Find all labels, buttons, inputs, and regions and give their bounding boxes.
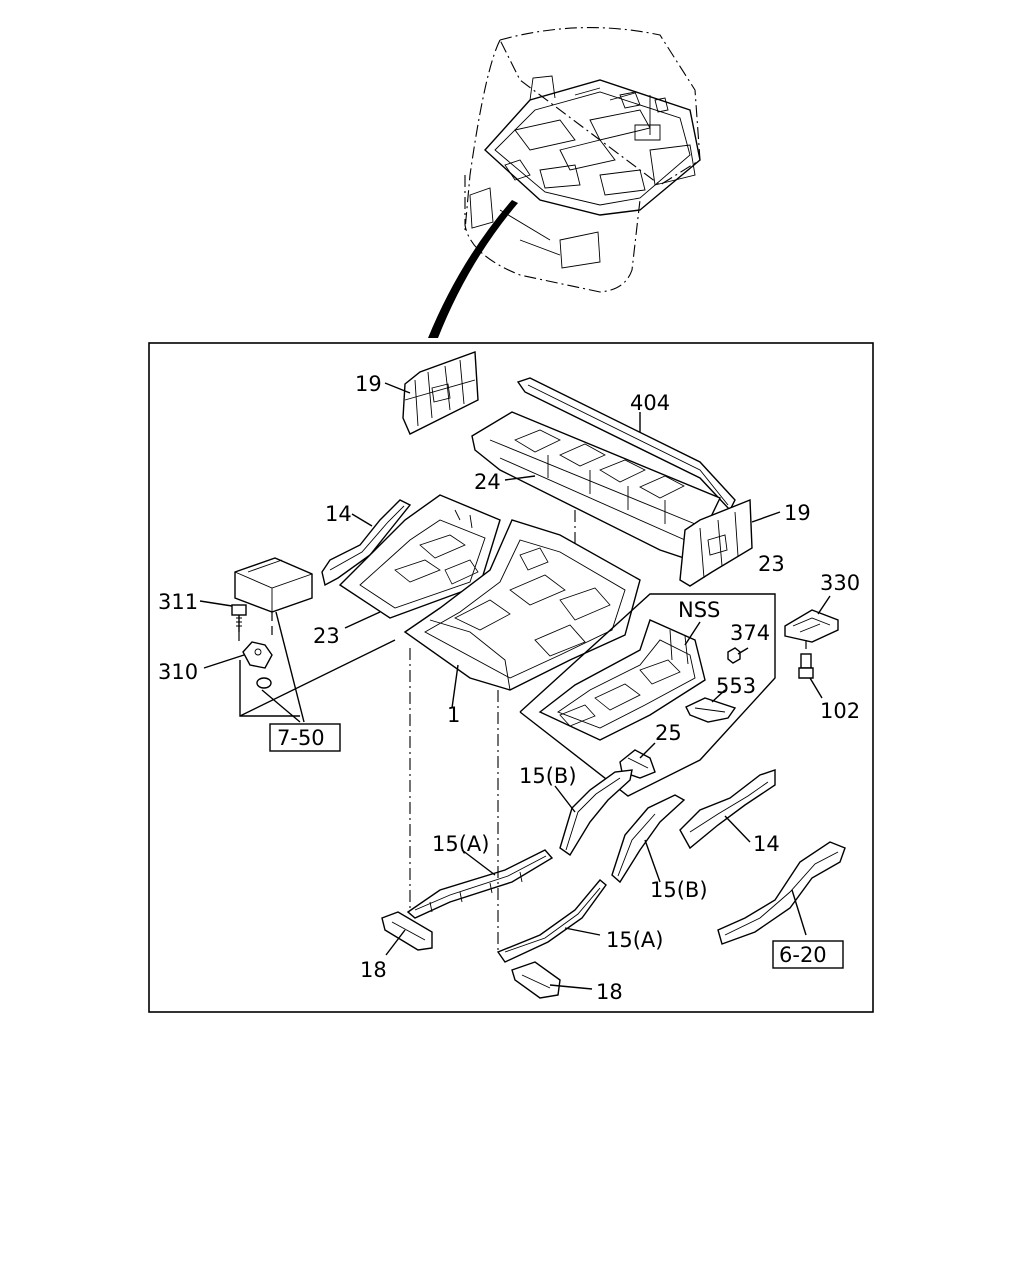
callout-374: 374 <box>730 621 770 645</box>
part-15a-left-member <box>406 849 554 919</box>
callout-labels: 19 404 24 19 14 23 23 311 310 330 NSS 37… <box>158 372 860 1004</box>
reference-7-50-label: 7-50 <box>277 726 325 750</box>
group-bracket-right-23 <box>519 593 776 797</box>
part-15b-upper-member <box>559 769 633 857</box>
callout-19-left: 19 <box>355 372 382 396</box>
callout-19-right: 19 <box>784 501 811 525</box>
detail-frame <box>148 342 874 1013</box>
callout-14-lower: 14 <box>753 832 780 856</box>
pointer-wedge <box>428 200 518 338</box>
part-102-bolt <box>798 640 814 679</box>
callout-310: 310 <box>158 660 198 684</box>
part-15b-lower-member <box>611 794 686 884</box>
callout-15a-left: 15(A) <box>432 832 489 856</box>
callout-1: 1 <box>447 703 460 727</box>
reference-6-20-label: 6-20 <box>779 943 827 967</box>
callout-15b-lower: 15(B) <box>650 878 708 902</box>
callout-18-right: 18 <box>596 980 623 1004</box>
callout-25: 25 <box>655 721 682 745</box>
callout-15a-right: 15(A) <box>606 928 663 952</box>
part-15a-right-member <box>496 879 607 963</box>
callout-330: 330 <box>820 571 860 595</box>
callout-nss: NSS <box>678 598 720 622</box>
callout-23-left: 23 <box>313 624 340 648</box>
part-18-right-bracket <box>511 961 561 999</box>
part-6-20-frame-rail <box>717 841 846 945</box>
leader-7-50-b <box>261 689 301 723</box>
reference-6-20[interactable]: 6-20 <box>772 940 844 969</box>
part-battery-box <box>231 557 313 689</box>
group-bracket-left-23 <box>239 639 396 717</box>
part-553-plate <box>685 697 737 723</box>
callout-15b-upper: 15(B) <box>519 764 577 788</box>
reference-7-50[interactable]: 7-50 <box>269 723 341 752</box>
leader-7-50-a <box>275 611 305 723</box>
callout-311: 311 <box>158 590 198 614</box>
part-23-left-floor <box>338 494 501 619</box>
part-330-bracket <box>784 609 839 643</box>
callout-14-upper: 14 <box>325 502 352 526</box>
part-374-nut <box>727 647 741 664</box>
part-18-left-bracket <box>381 911 433 951</box>
callout-23-right: 23 <box>758 552 785 576</box>
cab-overview-illustration <box>464 27 701 293</box>
leader-lines <box>199 382 831 990</box>
part-14-lower-member <box>679 769 776 850</box>
callout-18-left: 18 <box>360 958 387 982</box>
callout-102: 102 <box>820 699 860 723</box>
part-23-right-floor-nss <box>538 619 706 741</box>
callout-24: 24 <box>474 470 501 494</box>
part-14-upper-member <box>321 499 412 587</box>
part-19-right-bracket <box>679 498 753 587</box>
callout-404: 404 <box>630 391 670 415</box>
callout-553: 553 <box>716 674 756 698</box>
part-19-left-bracket <box>402 351 479 435</box>
part-1-main-floor <box>403 510 641 691</box>
